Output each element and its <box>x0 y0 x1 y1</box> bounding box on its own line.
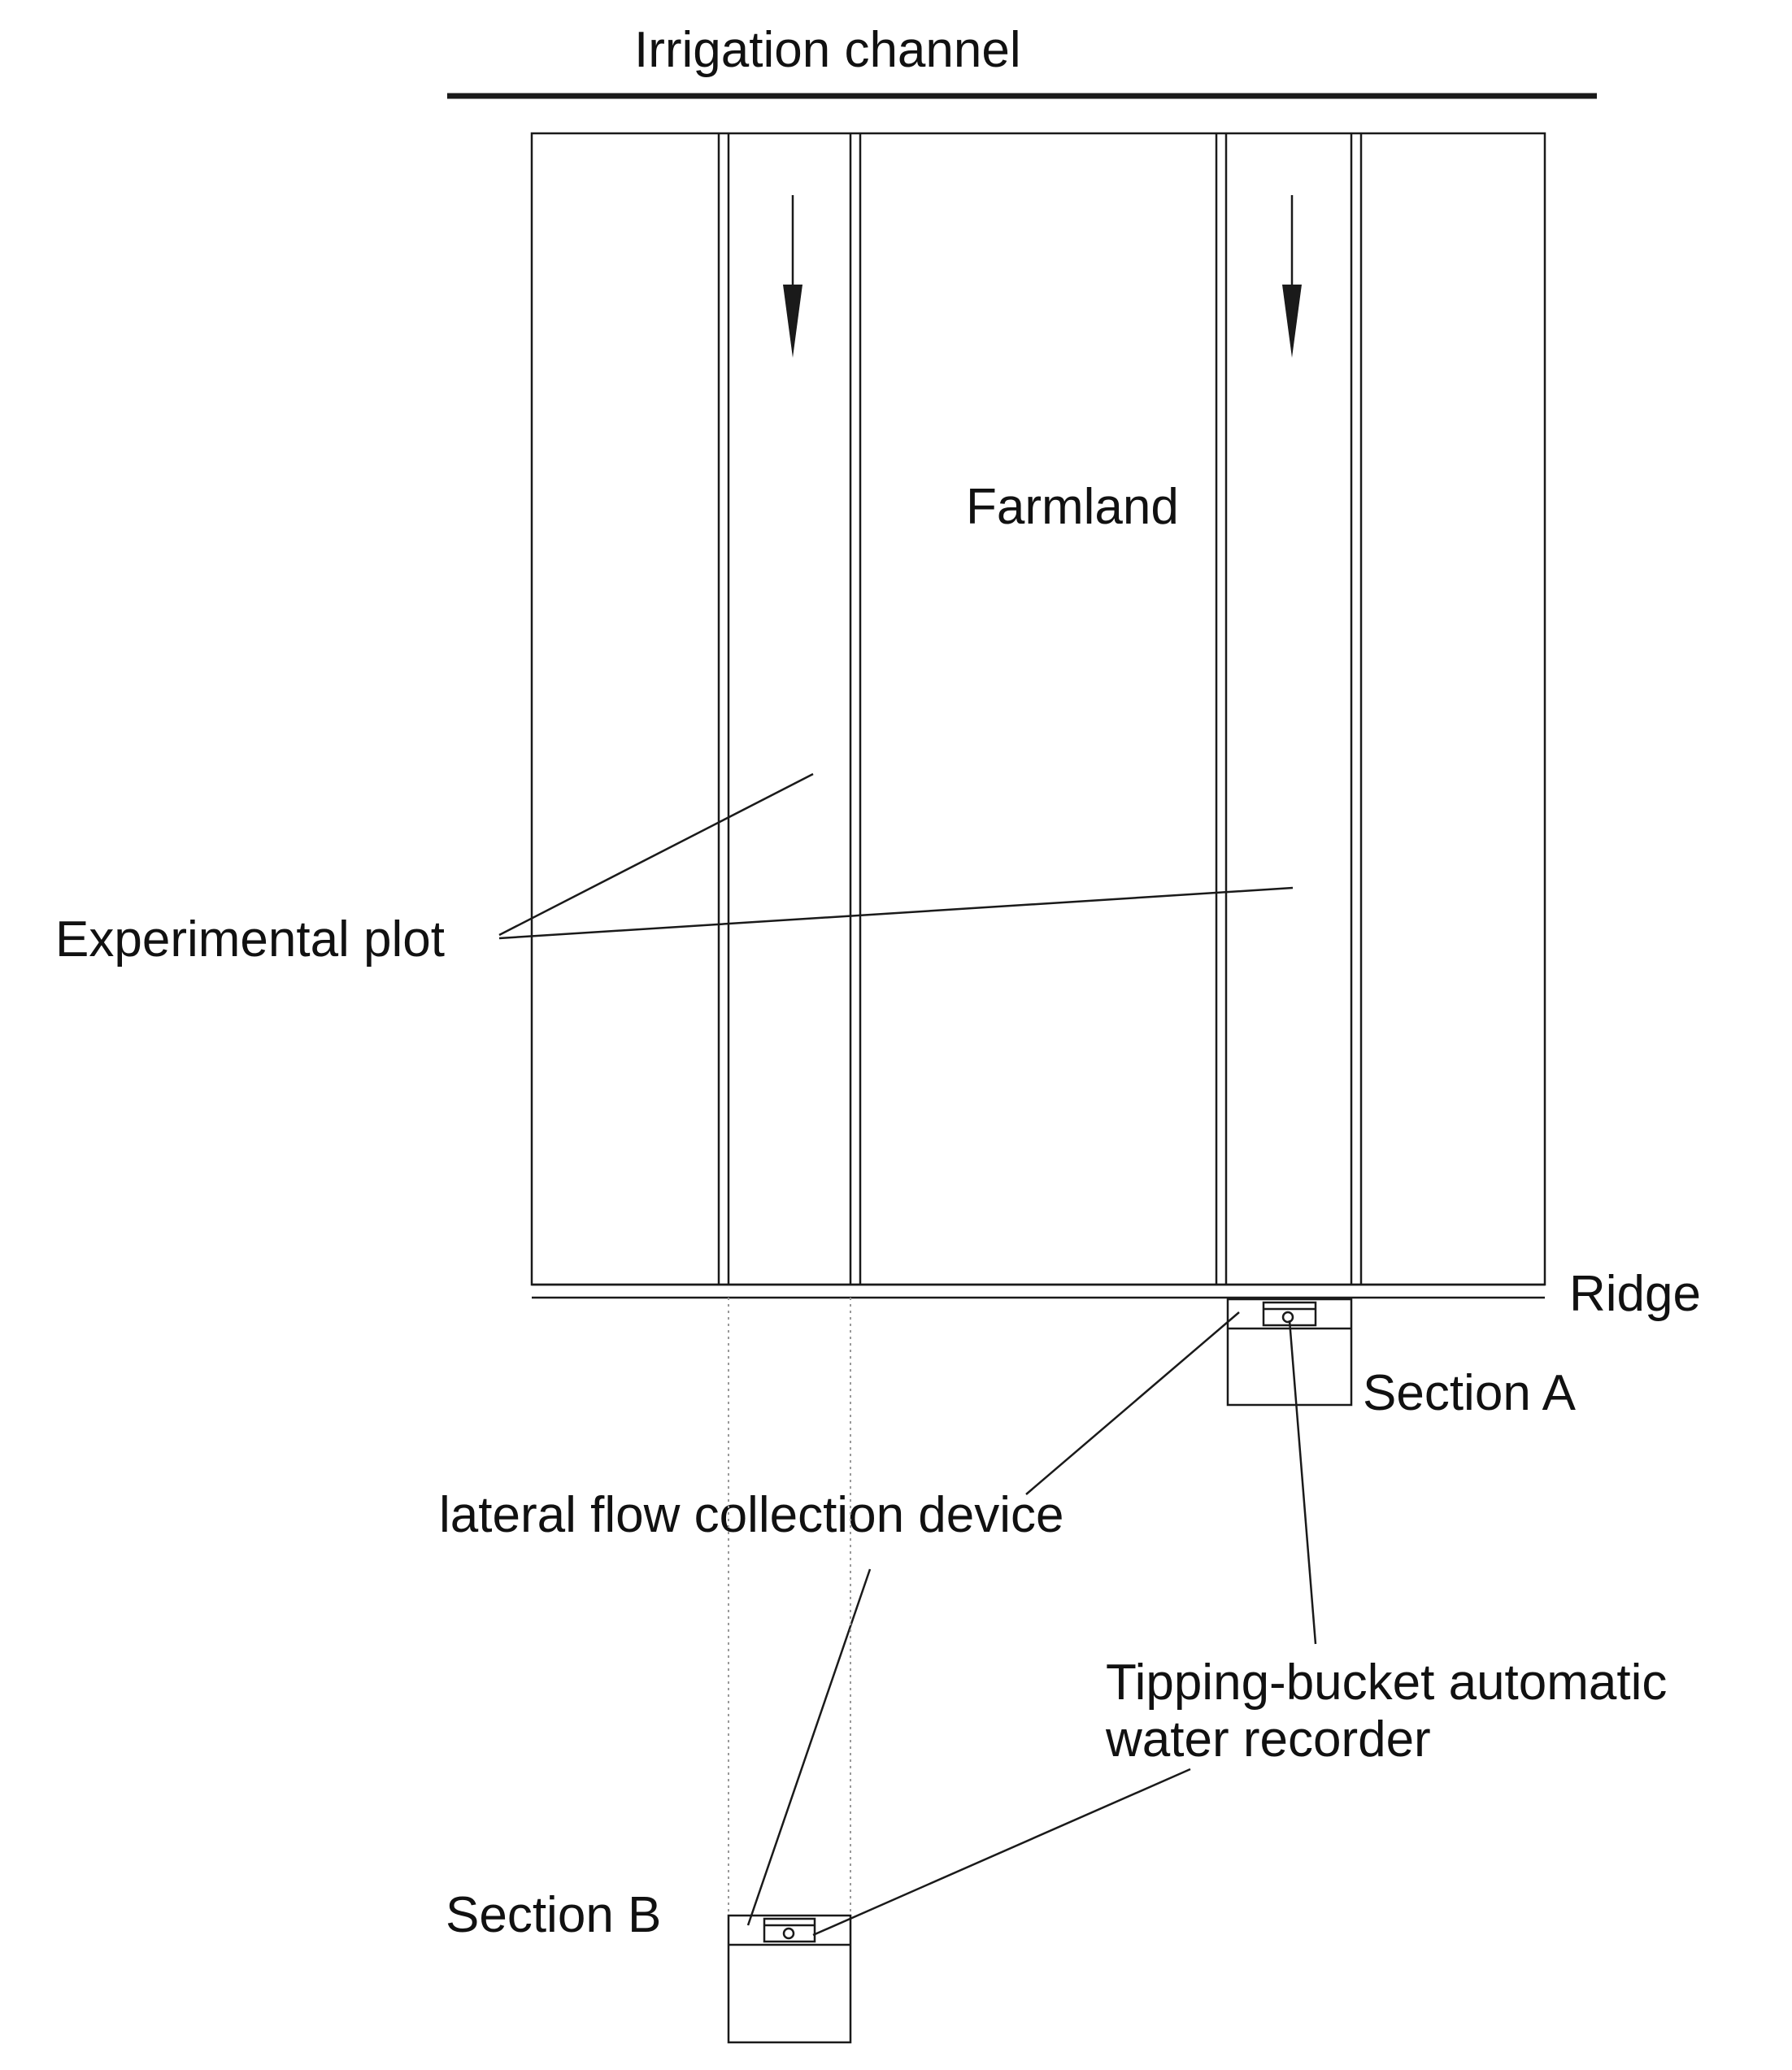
section-b-device <box>727 1914 852 2044</box>
experimental-plot-label: Experimental plot <box>55 911 445 968</box>
tipping-bucket-label-line1: Tipping-bucket automatic <box>1106 1655 1667 1711</box>
tipping-bucket-label-line2: water recorder <box>1105 1711 1431 1768</box>
section-a-label: Section A <box>1363 1365 1577 1421</box>
section-a-device <box>1226 1298 1353 1407</box>
experimental-plot-leader-a <box>498 886 1294 940</box>
lateral-flow-leader-a <box>1025 1311 1240 1495</box>
flow-arrow-down-icon <box>1282 195 1302 358</box>
tipping-bucket-leader-b <box>812 1768 1191 1937</box>
farmland-label: Farmland <box>966 479 1179 535</box>
tipping-bucket-leader-a <box>1288 1320 1317 1645</box>
farmland-boundary <box>530 132 1546 1286</box>
lateral-flow-leader-b <box>746 1568 872 1926</box>
irrigation-channel-label: Irrigation channel <box>634 22 1021 78</box>
lateral-flow-device-label: lateral flow collection device <box>439 1487 1064 1543</box>
flow-arrow-down-icon <box>783 195 802 358</box>
ridge-label: Ridge <box>1569 1266 1701 1322</box>
experimental-plot-leader-b <box>498 772 814 937</box>
section-b-label: Section B <box>446 1887 661 1943</box>
